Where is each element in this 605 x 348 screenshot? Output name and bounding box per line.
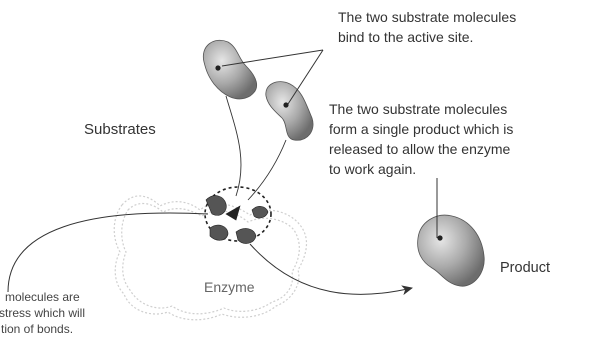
annotation-stress: molecules are stress which will tion of … bbox=[5, 289, 85, 337]
annotation-form-line-1: The two substrate molecules bbox=[329, 99, 605, 119]
substrates-label: Substrates bbox=[84, 121, 156, 139]
annotation-stress-line-1: molecules are bbox=[5, 289, 85, 305]
substrate-molecule-1 bbox=[203, 40, 256, 99]
product-label: Product bbox=[500, 259, 550, 277]
product-molecule bbox=[418, 215, 485, 286]
stress-pointer-line bbox=[8, 213, 208, 292]
annotation-bind: The two substrate molecules bind to the … bbox=[338, 7, 516, 47]
enzyme-label: Enzyme bbox=[204, 278, 255, 296]
annotation-form-line-3: released to allow the enzyme bbox=[329, 139, 605, 159]
release-arrow bbox=[250, 244, 412, 294]
annotation-bind-line-2: bind to the active site. bbox=[338, 27, 516, 47]
bound-substrates bbox=[206, 196, 268, 244]
substrate-molecule-2 bbox=[266, 82, 313, 141]
annotation-stress-line-2: stress which will bbox=[0, 305, 85, 321]
annotation-form: The two substrate molecules form a singl… bbox=[329, 99, 605, 179]
enzyme-shape bbox=[114, 196, 306, 320]
annotation-form-line-2: form a single product which is bbox=[329, 119, 605, 139]
annotation-stress-line-3: tion of bonds. bbox=[1, 321, 85, 337]
annotation-bind-line-1: The two substrate molecules bbox=[338, 7, 516, 27]
annotation-form-line-4: to work again. bbox=[329, 159, 605, 179]
